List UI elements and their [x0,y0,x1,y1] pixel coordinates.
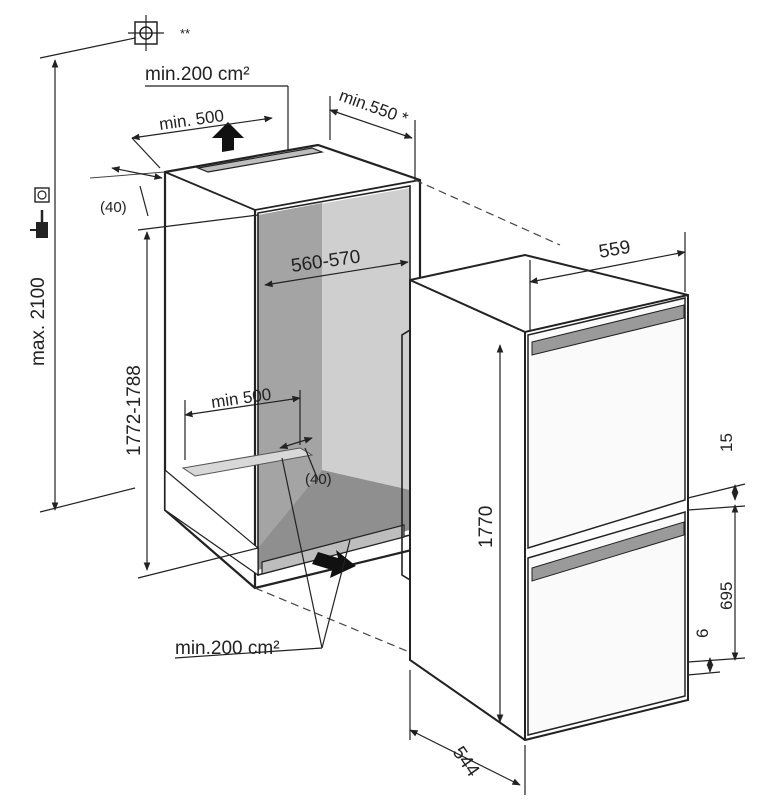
upper-door [527,297,686,550]
clearance-bottom-label: (40) [305,471,332,488]
plug-icon [30,210,48,238]
gap-lower-label: 6 [693,629,712,638]
air-out-arrow [212,122,244,152]
vent-top-area-label: min.200 cm² [145,64,250,85]
dimension-lines [39,37,746,795]
niche-floor [258,470,410,570]
upper-door-rail [531,304,685,356]
water-connection-icon [128,15,164,51]
socket-icon [34,187,50,203]
appliance-width-label: 559 [597,237,632,263]
lower-door-rail [531,521,685,582]
air-in-arrow [312,550,356,578]
bottom-vent-grille [261,524,405,575]
vent-bottom-area-label: min.200 cm² [175,638,280,659]
appliance-height-label: 1770 [476,506,497,548]
door-lower-label: 695 [717,582,736,610]
depth-top-label: min.550 * [337,86,411,129]
gap-upper-label: 15 [717,433,736,452]
appliance-depth-label: 544 [448,743,484,781]
niche-height-label: 1772-1788 [124,365,145,456]
top-vent-grille [195,147,325,173]
clearance-top-label: (40) [100,199,127,216]
appliance-fridge [401,253,689,742]
double-star-note: ** [180,26,190,41]
max-height-label: max. 2100 [28,277,49,366]
